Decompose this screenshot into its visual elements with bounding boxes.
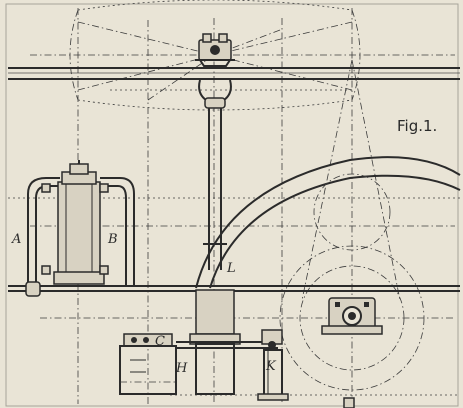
beam-sweep-arcs xyxy=(69,0,361,111)
label-l: L xyxy=(226,261,236,276)
column-base xyxy=(189,289,241,395)
bottom-fitting xyxy=(343,397,355,408)
label-b: B xyxy=(107,232,118,247)
flywheel xyxy=(195,156,461,289)
crank-circles xyxy=(279,173,425,391)
label-k: K xyxy=(265,359,277,374)
support-k xyxy=(257,349,289,401)
drawing-border xyxy=(5,3,459,407)
air-pump-assembly xyxy=(25,160,135,297)
figure-title: Fig.1. xyxy=(397,117,437,135)
label-a: A xyxy=(11,232,21,247)
beam-pivot-bearing xyxy=(195,33,235,67)
connecting-rod xyxy=(176,329,283,349)
pump-cylinder-c xyxy=(119,333,177,395)
walking-beam xyxy=(8,67,460,80)
label-h: H xyxy=(175,361,188,376)
crank-bearing xyxy=(321,297,383,335)
label-c: C xyxy=(155,334,165,349)
